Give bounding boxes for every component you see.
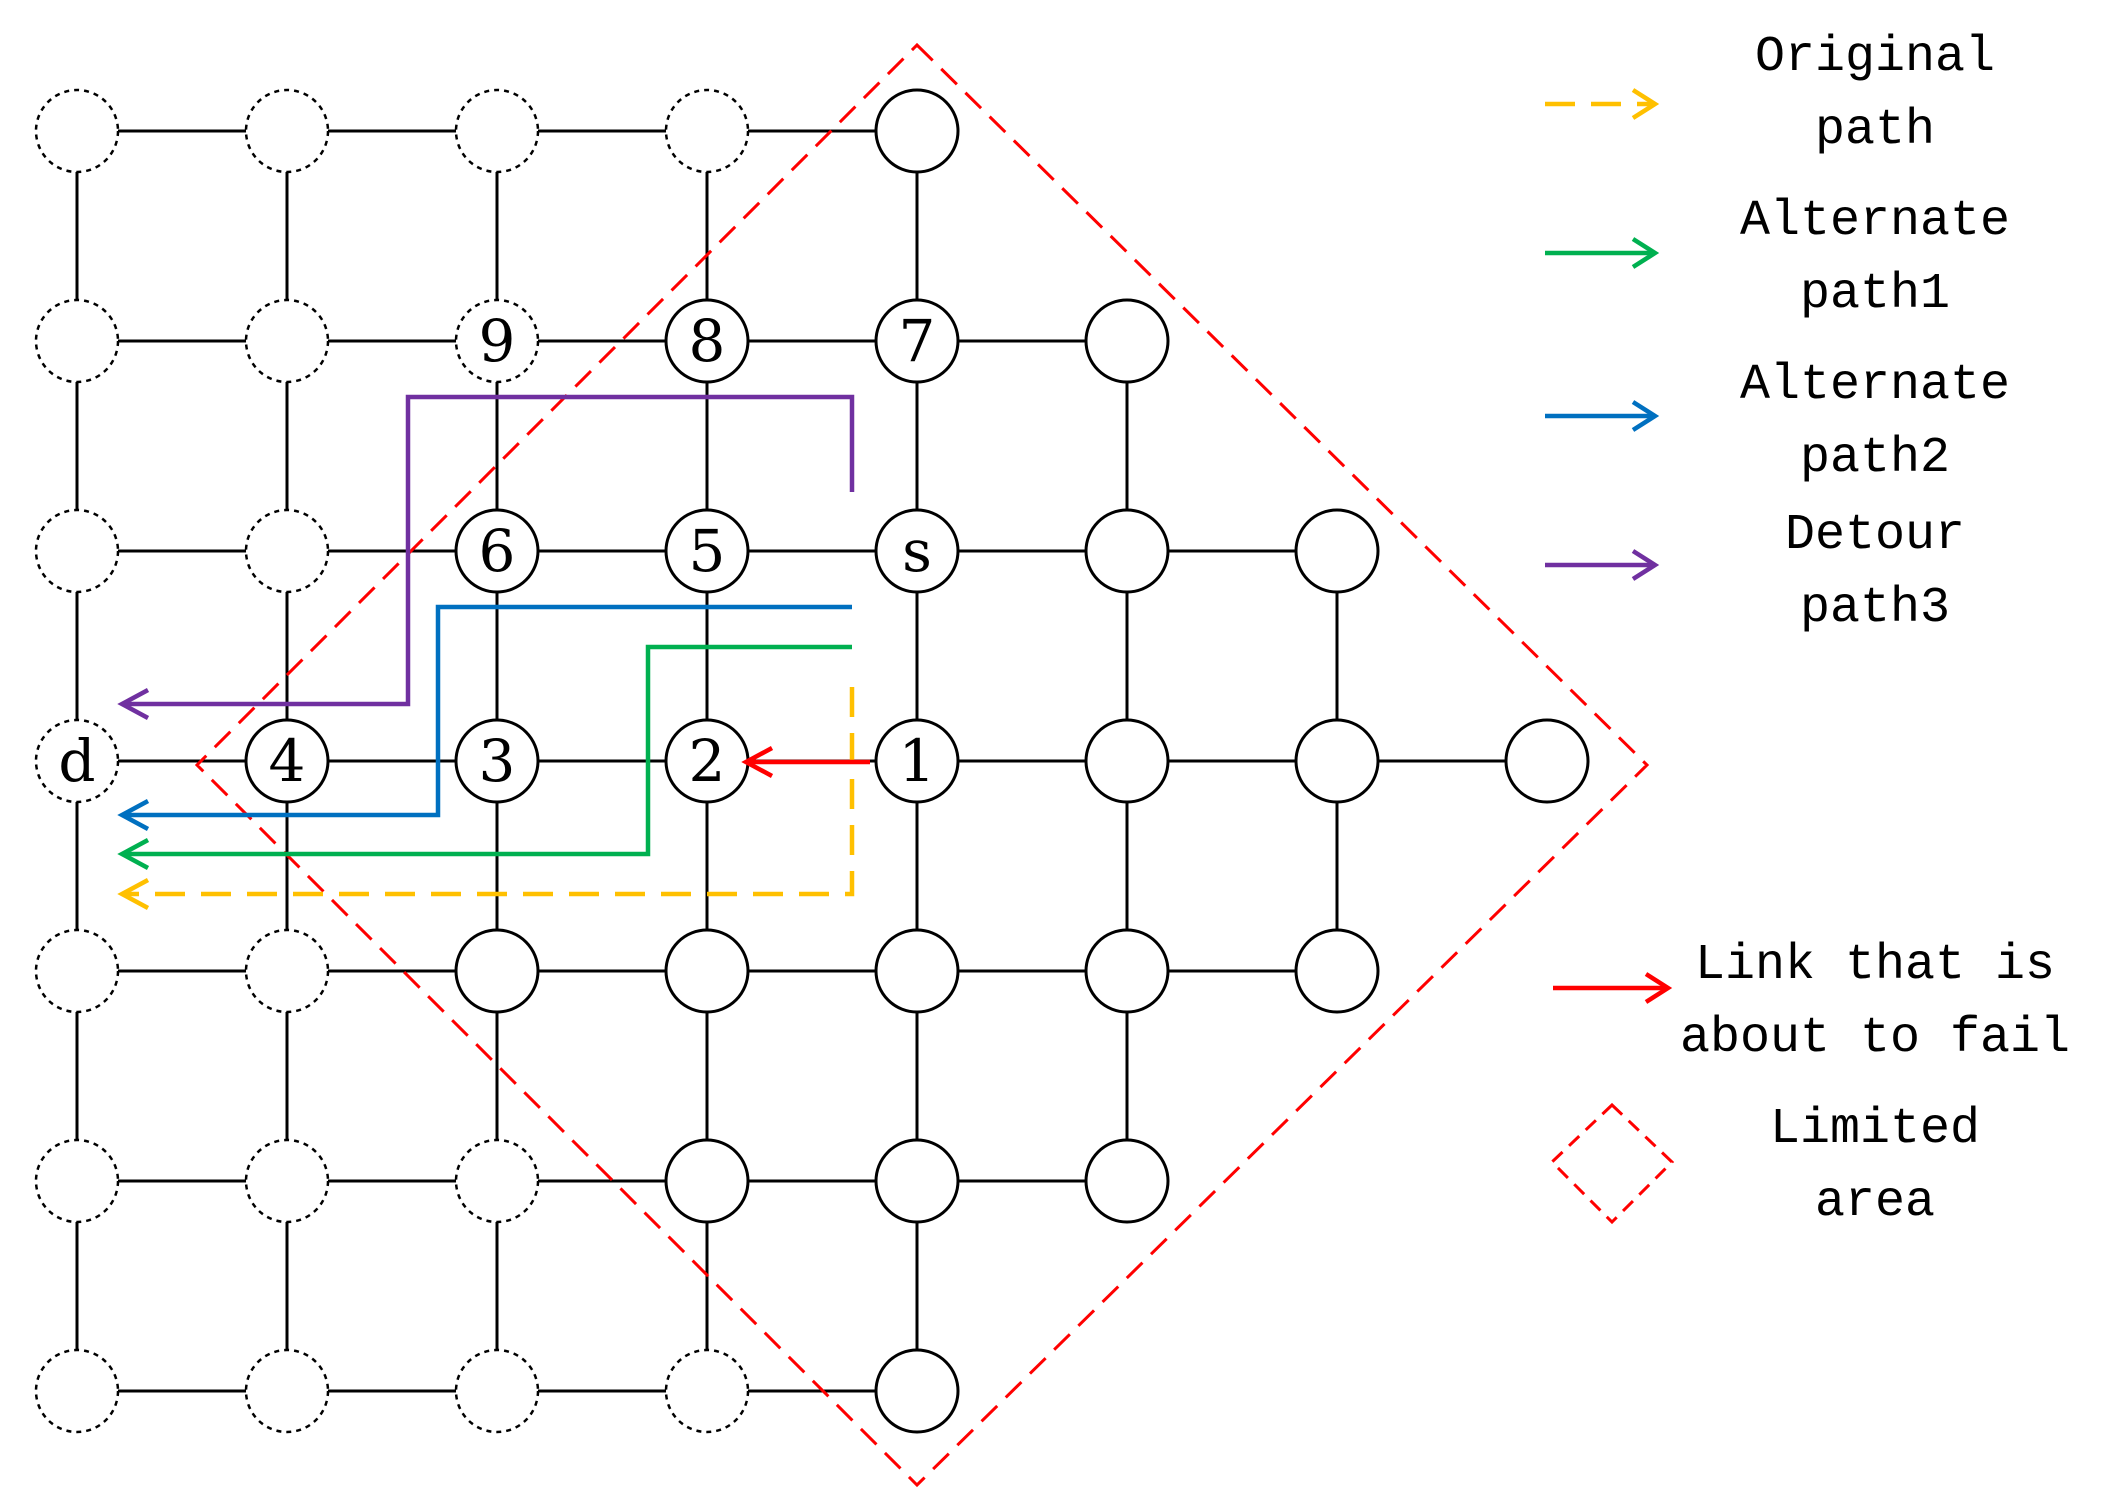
node-label: 4 xyxy=(269,727,306,795)
node-label: 5 xyxy=(689,517,726,585)
detour-path3 xyxy=(122,394,855,707)
legend-label-alternate2: Alternate xyxy=(1740,357,2010,414)
inactive-node xyxy=(34,718,120,804)
active-node xyxy=(874,88,960,174)
inactive-node xyxy=(454,1138,540,1224)
active-node xyxy=(874,1138,960,1224)
detour-path3-arrowhead xyxy=(117,688,150,720)
node-label: d xyxy=(58,727,95,795)
active-node xyxy=(1084,718,1170,804)
failing-link-arrowhead xyxy=(741,746,774,778)
active-node xyxy=(1294,928,1380,1014)
inactive-node xyxy=(244,928,330,1014)
legend-label-alternate2: path2 xyxy=(1800,430,1950,487)
node-label: s xyxy=(902,517,932,585)
alternate-path1 xyxy=(122,644,852,857)
inactive-node xyxy=(244,298,330,384)
legend-arrowhead-original xyxy=(1631,88,1660,120)
legend-swatch-limited-area xyxy=(1549,1102,1675,1225)
alternate-path2-arrowhead xyxy=(117,799,150,831)
active-node xyxy=(454,508,540,594)
active-node xyxy=(1084,508,1170,594)
original-path xyxy=(122,687,855,897)
limited-area-region xyxy=(194,42,1650,1488)
active-node xyxy=(874,298,960,384)
node-label: 6 xyxy=(479,517,516,585)
active-node xyxy=(244,718,330,804)
legend-arrowhead-alternate1 xyxy=(1631,237,1660,269)
inactive-node xyxy=(244,88,330,174)
alternate-path1-arrowhead xyxy=(117,838,150,870)
inactive-node xyxy=(454,1348,540,1434)
legend-label-limited_area: area xyxy=(1815,1174,1935,1231)
active-node xyxy=(1084,1138,1170,1224)
active-node xyxy=(1294,718,1380,804)
inactive-node xyxy=(34,1138,120,1224)
inactive-node xyxy=(454,298,540,384)
node-label: 7 xyxy=(899,307,936,375)
node-label: 2 xyxy=(689,727,726,795)
inactive-node xyxy=(244,1138,330,1224)
inactive-node xyxy=(664,1348,750,1434)
active-node xyxy=(664,298,750,384)
legend-label-failing_link: about to fail xyxy=(1680,1010,2070,1067)
legend-arrowhead-failing_link xyxy=(1644,972,1673,1004)
inactive-node xyxy=(34,88,120,174)
active-node xyxy=(454,928,540,1014)
inactive-node xyxy=(34,298,120,384)
active-node xyxy=(874,1348,960,1434)
legend-label-detour3: Detour xyxy=(1785,507,1965,564)
active-node xyxy=(664,1138,750,1224)
legend-arrowhead-detour3 xyxy=(1631,549,1660,581)
active-node xyxy=(664,928,750,1014)
inactive-node xyxy=(34,928,120,1014)
node-label: 1 xyxy=(899,727,936,795)
legend-label-original: path xyxy=(1815,102,1935,159)
inactive-node xyxy=(664,88,750,174)
node-label: 3 xyxy=(479,727,516,795)
legend-arrowhead-alternate2 xyxy=(1631,400,1660,432)
inactive-node xyxy=(244,1348,330,1434)
active-node xyxy=(874,928,960,1014)
route-paths xyxy=(117,394,870,910)
active-node xyxy=(874,718,960,804)
original-path-arrowhead xyxy=(117,878,150,910)
legend-label-original: Original xyxy=(1755,29,1995,86)
inactive-node xyxy=(34,508,120,594)
legend-label-alternate1: path1 xyxy=(1800,266,1950,323)
active-node xyxy=(664,508,750,594)
alternate-path2 xyxy=(122,604,852,818)
active-node xyxy=(454,718,540,804)
grid-nodes: 9 8 7 6 5 s d 4 3 2 1 xyxy=(34,88,1590,1434)
legend-label-failing_link: Link that is xyxy=(1695,937,2055,994)
inactive-node xyxy=(34,1348,120,1434)
node-label: 9 xyxy=(479,307,516,375)
inactive-node xyxy=(454,88,540,174)
legend-label-limited_area: Limited xyxy=(1770,1101,1980,1158)
legend-label-alternate1: Alternate xyxy=(1740,193,2010,250)
node-label: 8 xyxy=(689,307,726,375)
active-node xyxy=(1084,298,1170,384)
active-node xyxy=(874,508,960,594)
limited-area-diamond xyxy=(194,42,1650,1488)
active-node xyxy=(1294,508,1380,594)
legend-label-detour3: path3 xyxy=(1800,580,1950,637)
inactive-node xyxy=(244,508,330,594)
active-node xyxy=(1504,718,1590,804)
active-node xyxy=(1084,928,1170,1014)
legend: OriginalpathAlternatepath1Alternatepath2… xyxy=(1545,29,2070,1231)
